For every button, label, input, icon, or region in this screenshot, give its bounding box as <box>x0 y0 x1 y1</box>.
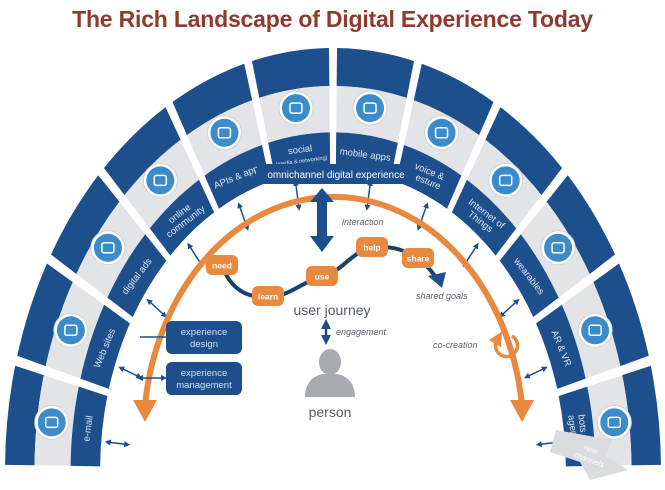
channel-segment[interactable]: voice &gesture <box>396 63 494 209</box>
channel-label: social <box>287 143 313 157</box>
bot-icon <box>596 404 632 440</box>
segment-inner-band <box>107 234 167 318</box>
shared-goals-arrowhead <box>428 272 446 288</box>
journey-step-help[interactable]: help <box>356 237 388 257</box>
segment-outer-band <box>546 175 616 274</box>
channel-segment[interactable]: e-mail <box>5 365 108 467</box>
experience-management-box[interactable]: experience management <box>166 362 242 395</box>
interaction-label: interaction <box>342 217 384 227</box>
shared-goals-label: shared goals <box>416 291 468 301</box>
billboard-icon <box>90 230 126 266</box>
segment-outer-band <box>17 263 73 367</box>
journey-step-share[interactable]: share <box>402 248 434 268</box>
experience-design-line1: experience <box>181 327 227 338</box>
segment-outer-band <box>103 107 181 196</box>
segment-outer-band <box>336 48 415 98</box>
segment-inner-band <box>451 179 517 256</box>
iot-icon <box>488 162 524 198</box>
watch-icon <box>540 230 576 266</box>
arc-arrowhead-right <box>510 400 534 422</box>
journey-step-label: learn <box>258 292 278 302</box>
experience-management-line1: experience <box>181 368 227 379</box>
segment-inner-band <box>80 304 130 389</box>
vr-icon <box>577 312 613 348</box>
co-creation-cycle-icon <box>488 331 520 359</box>
journey-step-label: share <box>407 254 430 264</box>
community-icon <box>142 162 178 198</box>
channel-segment[interactable]: digital ads <box>50 175 167 318</box>
arc-arrowhead-left <box>133 400 157 422</box>
omnichannel-box[interactable]: omnichannel digital experience <box>256 164 416 184</box>
experience-design-box[interactable]: experience design <box>166 321 242 354</box>
envelope-icon <box>34 404 70 440</box>
journey-step-learn[interactable]: learn <box>252 286 284 306</box>
interaction-arrow <box>310 188 334 252</box>
web-icon <box>53 312 89 348</box>
segment-inner-band <box>396 144 462 209</box>
experience-management-line2: management <box>176 380 232 391</box>
segment-outer-band <box>413 63 494 136</box>
journey-step-need[interactable]: need <box>206 255 238 275</box>
person-label: person <box>309 404 352 420</box>
journey-step-label: use <box>315 272 330 282</box>
co-creation-label: co-creation <box>433 340 478 350</box>
channel-segment[interactable]: Web sites <box>17 263 130 389</box>
segment-inner-band <box>70 386 108 467</box>
cloud-icon <box>206 115 242 151</box>
page-title: The Rich Landscape of Digital Experience… <box>72 6 593 32</box>
user-journey-label: user journey <box>293 302 370 318</box>
segment-outer-band <box>593 263 649 367</box>
segment-inner-band <box>499 234 559 318</box>
segment-inner-band <box>204 144 270 209</box>
channel-label: e-mail <box>81 415 95 442</box>
omnichannel-label: omnichannel digital experience <box>267 170 405 181</box>
experience-design-line2: design <box>190 339 218 350</box>
link-arrow <box>118 366 143 379</box>
segment-outer-band <box>172 63 253 136</box>
segment-outer-band <box>50 175 120 274</box>
chat-icon <box>278 90 314 126</box>
link-arrow <box>499 298 520 318</box>
segment-outer-band <box>622 365 661 466</box>
journey-step-use[interactable]: use <box>306 266 338 286</box>
link-arrow <box>104 439 131 448</box>
link-arrow <box>146 298 167 318</box>
segment-outer-band <box>5 365 44 466</box>
segment-outer-band <box>485 107 563 196</box>
link-arrow <box>523 366 548 379</box>
segment-inner-band <box>149 179 215 256</box>
channel-segment[interactable]: wearables <box>499 175 616 318</box>
person-icon <box>305 349 355 397</box>
channel-segment[interactable]: APIs & apps <box>172 63 270 209</box>
channel-segment[interactable]: AR & VR <box>536 263 649 389</box>
journey-step-label: need <box>212 261 232 271</box>
phone-icon <box>352 90 388 126</box>
voice-icon <box>424 115 460 151</box>
segment-inner-band <box>536 304 586 389</box>
engagement-label: engagement <box>336 327 387 337</box>
channel-segment[interactable]: mobile apps <box>335 48 415 180</box>
orange-arc <box>142 193 525 406</box>
journey-step-label: help <box>363 243 380 253</box>
segment-outer-band <box>251 48 330 98</box>
